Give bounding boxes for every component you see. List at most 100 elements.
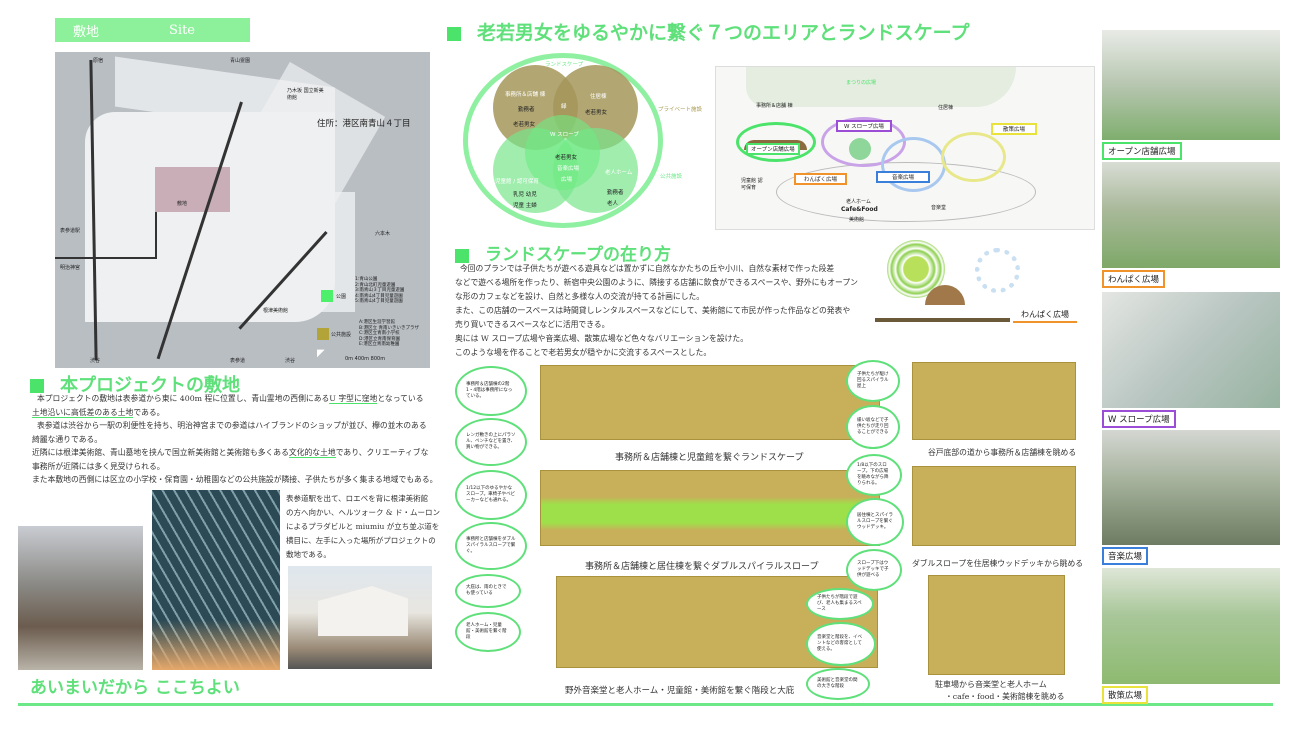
annotation-bubble: 事務所＆店舗棟の2階1・4階は事務所になっている。 xyxy=(455,366,527,416)
venn-label: W スロープ xyxy=(550,132,579,138)
annotation-bubble: 音楽堂と階段を、イベントなどの客席として使える。 xyxy=(806,622,876,666)
park-swatch xyxy=(321,290,333,302)
venn-label: 老人ホーム xyxy=(605,170,633,176)
zone-w-slope[interactable]: W スロープ広場 xyxy=(836,120,892,132)
legend-park: 公園 xyxy=(336,294,347,300)
perspective-caption-2: ダブルスロープを住居棟ウッドデッキから眺める xyxy=(912,559,1084,568)
perspective-caption-4: ・cafe・food・美術館棟を眺める xyxy=(945,692,1065,701)
venn-label: 勤務者 xyxy=(518,107,535,113)
site-description: 本プロジェクトの敷地は表参道から東に 400m 程に位置し、青山霊地の西側にある… xyxy=(32,394,438,484)
perspective-caption-3: 駐車場から音楽堂と老人ホーム xyxy=(935,680,1047,689)
legend-item: C:港区立青南小学校 xyxy=(359,331,400,336)
map-label: 表参道駅 xyxy=(60,228,81,234)
venn-label: 広場 xyxy=(561,177,573,183)
venn-private-label: プライベート施設 xyxy=(658,107,703,113)
plan-label: Cafe&Food xyxy=(841,206,878,213)
render-label: わんぱく広場 xyxy=(1102,270,1166,288)
section-caption-3: 野外音楽堂と老人ホーム・児童館・美術館を繋ぐ階段と大庇 xyxy=(565,686,795,696)
bottom-divider xyxy=(18,703,1273,706)
map-label: 渋谷 xyxy=(90,358,101,364)
wanpaku-diagram: わんぱく広場 xyxy=(875,240,1080,330)
street-photo xyxy=(18,526,143,670)
map-label: 表参道 xyxy=(230,358,246,364)
legend-public: 公共施設 xyxy=(331,332,352,338)
legend-item: D:港区立青南保育園 xyxy=(359,336,400,342)
landscape-description: 今回のプランでは子供たちが遊べる遊具などは置かずに自然なかたちの丘や小川、自然な… xyxy=(455,264,858,357)
venn-label: 音楽広場 xyxy=(557,166,580,172)
venn-label: 乳児 幼児 xyxy=(513,192,537,198)
plan-label: 住居棟 xyxy=(938,105,954,111)
venn-label: 児童 主婦 xyxy=(513,203,537,209)
venn-label: 老若男女 xyxy=(585,110,608,116)
plan-label: まつりの広場 xyxy=(846,80,877,86)
legend-item: E:港区立青南幼稚園 xyxy=(359,342,400,347)
perspective-caption-1: 谷戸底部の道から事務所＆店舗棟を眺める xyxy=(928,448,1077,457)
annotation-bubble: 緩い坂などで子供たちが走り回ることができる xyxy=(846,405,900,449)
section-caption-1: 事務所＆店舗棟と児童館を繋ぐランドスケープ xyxy=(615,453,804,463)
venn-diagram: ランドスケープ プライベート施設 公共施設 事務所＆店舗 棟 勤務者 老若男女 … xyxy=(455,50,702,230)
venn-label: 事務所＆店舗 棟 xyxy=(505,92,546,98)
map-label: 乃木坂 国立新美術館 xyxy=(287,88,324,101)
render-music xyxy=(1102,430,1280,545)
annotation-bubble: 子供たちが駆け回るスパイラル屋上 xyxy=(846,360,900,402)
annotation-bubble: 美術館と音楽堂の間の大きな階段 xyxy=(806,668,870,700)
perspective-sketch-1 xyxy=(912,362,1076,440)
venn-label: 勤務者 xyxy=(607,190,624,196)
venn-label: 老若男女 xyxy=(513,122,536,128)
map-label: 渋谷 xyxy=(285,358,296,364)
plan-label: 音楽堂 xyxy=(931,205,947,211)
render-stroll xyxy=(1102,568,1280,684)
plan-label: 美術館 xyxy=(849,217,865,223)
render-label: W スロープ広場 xyxy=(1102,410,1176,428)
perspective-sketch-3 xyxy=(928,575,1065,675)
landscape-heading: ランドスケープの在り方 xyxy=(455,240,671,265)
section-sketch-2 xyxy=(540,470,880,546)
public-swatch xyxy=(317,328,329,340)
render-label: 散策広場 xyxy=(1102,686,1149,704)
legend-item: 3:南青山３丁目児童遊園 xyxy=(355,288,405,293)
legend-item: 1:青山公園 xyxy=(355,277,378,282)
venn-label: 児童館 / 認可保育 xyxy=(495,179,539,185)
map-label: 敷地 xyxy=(177,201,188,207)
map-label: 明治神宮 xyxy=(60,265,81,271)
site-header-en: Site xyxy=(169,22,195,38)
venn-label: 老若男女 xyxy=(555,155,578,161)
render-open-shop xyxy=(1102,30,1280,140)
plan-label: 老人ホーム xyxy=(846,199,871,205)
legend-item: B:港区立 青南いきいきプラザ xyxy=(359,325,420,331)
main-title: 老若男女をゆるやかに繋ぐ７つのエリアとランドスケープ xyxy=(447,18,969,45)
zone-wanpaku[interactable]: わんぱく広場 xyxy=(794,173,848,185)
site-header-jp: 敷地 xyxy=(73,24,100,40)
annotation-bubble: 事務所と店舗棟をダブルスパイラルスロープで繋ぐ。 xyxy=(455,522,527,570)
section-sketch-1 xyxy=(540,365,880,440)
venn-label: 緑 xyxy=(561,104,567,110)
venn-label: 老人 xyxy=(607,201,619,207)
render-label: 音楽広場 xyxy=(1102,547,1149,565)
map-label: 青山霊園 xyxy=(230,58,251,64)
zone-stroll[interactable]: 散策広場 xyxy=(991,123,1038,135)
address-label: 住所：港区南青山４丁目 xyxy=(317,119,411,129)
venn-label: 住居棟 xyxy=(590,94,607,100)
route-description: 表参道駅を出て、ロエベを背に根津美術館の方へ向かい、ヘルツォーク & ド・ムーロ… xyxy=(286,494,440,559)
render-wanpaku xyxy=(1102,162,1280,268)
perspective-sketch-2 xyxy=(912,466,1076,546)
venn-outer-label: ランドスケープ xyxy=(545,62,584,68)
zone-music[interactable]: 音楽広場 xyxy=(876,171,931,183)
site-header: 敷地 Site xyxy=(55,18,250,42)
wanpaku-label: わんぱく広場 xyxy=(1013,308,1077,323)
annotation-bubble: 子供たちが階段で遊び、老人も集まるスペース xyxy=(806,588,874,620)
annotation-bubble: 1/8以下のスロープ。下の広場を眺めながら降りられる。 xyxy=(846,454,902,496)
legend-item: 2:青山北町児童遊園 xyxy=(355,282,396,288)
render-w-slope xyxy=(1102,292,1280,408)
legend-item: 4:南青山4丁目児童遊園 xyxy=(355,293,403,299)
tagline: あいまいだから ここちよい xyxy=(30,678,240,698)
site-plan: まつりの広場 事務所＆店舗 棟 住居棟 オープン店舗広場 W スロープ広場 わん… xyxy=(715,66,1095,230)
site-heading: 本プロジェクトの敷地 xyxy=(30,371,240,397)
annotation-bubble: レンガ敷きの上にパラソル、ベンチなどを置き、買い物ができる。 xyxy=(455,418,527,466)
legend-item: A:港区生涯学習館 xyxy=(359,320,396,325)
annotation-bubble: 老人ホーム・児童館・美術館を繋ぐ階段 xyxy=(455,612,521,652)
zone-open-shop[interactable]: オープン店舗広場 xyxy=(746,143,800,155)
venn-public-label: 公共施設 xyxy=(660,174,683,180)
map-label: 根津美術館 xyxy=(263,308,289,314)
legend-item: 5:南青山4丁目児童遊園 xyxy=(355,299,403,304)
